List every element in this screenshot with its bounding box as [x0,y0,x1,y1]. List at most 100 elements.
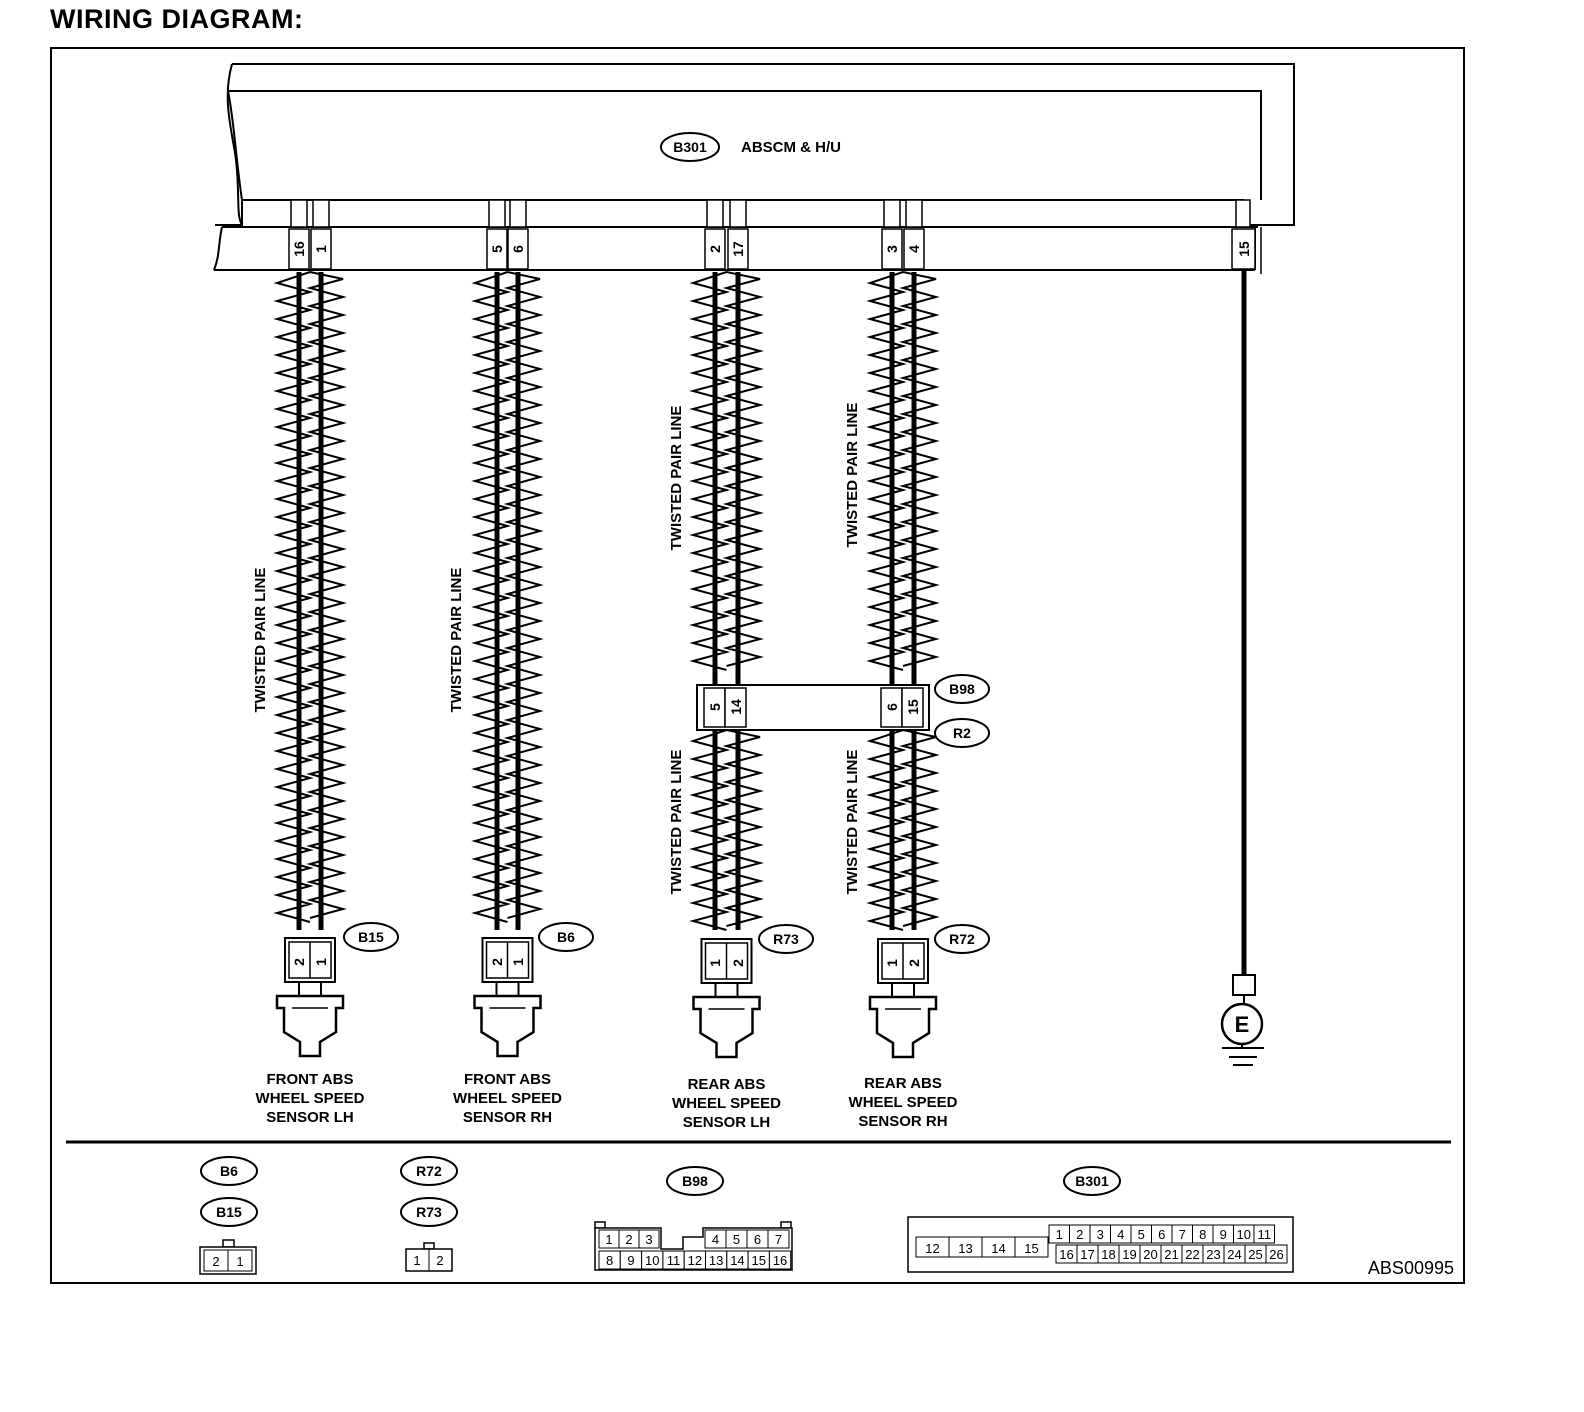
svg-text:17: 17 [1080,1247,1094,1262]
sensor-pin: 1 [707,959,723,967]
ground-wire: 15 E [1220,228,1264,1066]
svg-text:16: 16 [1059,1247,1073,1262]
terminal-cell: 17 [1076,1244,1099,1264]
sensor-pin: 2 [730,959,746,967]
connector-tag-r73: R73 [758,924,814,954]
svg-text:9: 9 [627,1253,634,1268]
svg-text:2: 2 [1076,1227,1083,1242]
terminal-cell: 24 [1223,1244,1246,1264]
terminal-cell: 22 [1181,1244,1204,1264]
terminal-cell: 1 [1048,1224,1070,1244]
connector-tag-b6: B6 [538,922,594,952]
sensor-label: REAR ABS [864,1075,942,1092]
sensor-pin: 1 [884,959,900,967]
b98-pin-rh-b: 15 [905,699,921,715]
terminal-cell: 18 [1097,1244,1120,1264]
svg-text:R72: R72 [949,931,975,947]
terminal-cell: 11 [662,1250,685,1270]
connector-view-r72-r73: R72 R73 1 2 [400,1156,458,1272]
svg-text:5: 5 [733,1232,740,1247]
terminal-cell: 7 [1171,1224,1193,1244]
svg-text:18: 18 [1101,1247,1115,1262]
connector-view-b6-b15: B6 B15 2 1 [199,1156,258,1275]
terminal-cell: 6 [746,1229,769,1249]
svg-text:23: 23 [1206,1247,1220,1262]
sensor-pin: 1 [313,958,329,966]
svg-text:16: 16 [773,1253,787,1268]
svg-text:R73: R73 [773,931,799,947]
module-connector-code: B301 [673,139,707,155]
sensor-label: SENSOR LH [683,1114,771,1131]
twisted-pair-label: TWISTED PAIR LINE [252,568,269,713]
svg-text:26: 26 [1269,1247,1283,1262]
svg-text:14: 14 [991,1241,1005,1256]
sensor-pin: 1 [510,958,526,966]
svg-text:B6: B6 [220,1163,238,1179]
connector-tag-b15: B15 [343,922,399,952]
harness-pin-rear-lh-a: 2 [707,245,723,253]
svg-text:22: 22 [1185,1247,1199,1262]
svg-text:R73: R73 [416,1204,442,1220]
harness-pin-front-rh-b: 6 [510,245,526,253]
terminal-cell: 1 [598,1229,620,1249]
svg-text:B15: B15 [358,929,384,945]
b98-pin-lh-a: 5 [707,703,723,711]
svg-text:6: 6 [1158,1227,1165,1242]
svg-text:5: 5 [1138,1227,1145,1242]
terminal-cell: 15 [1014,1236,1049,1258]
twisted-pair-label: TWISTED PAIR LINE [844,403,861,548]
svg-text:B98: B98 [682,1173,708,1189]
svg-text:7: 7 [775,1232,782,1247]
svg-text:4: 4 [1117,1227,1124,1242]
svg-text:12: 12 [925,1241,939,1256]
sensor-label: WHEEL SPEED [849,1094,958,1111]
terminal-cell: 10 [641,1250,664,1270]
ground-pin: 15 [1236,241,1252,257]
sensor-label: SENSOR LH [266,1109,354,1126]
svg-text:B98: B98 [949,681,975,697]
svg-text:14: 14 [730,1253,744,1268]
svg-text:B301: B301 [1075,1173,1109,1189]
terminal-cell: 14 [981,1236,1016,1258]
svg-text:1: 1 [413,1253,420,1268]
harness-pin-rear-lh-b: 17 [730,241,746,257]
terminal-cell: 19 [1118,1244,1141,1264]
terminal-cell: 15 [747,1250,770,1270]
connector-tag-r72: R72 [934,924,990,954]
terminal-cell: 13 [705,1250,728,1270]
terminal-cell: 21 [1160,1244,1183,1264]
terminal-cell: 25 [1244,1244,1267,1264]
b98-pin-rh-a: 6 [884,703,900,711]
abs-control-module: B301 ABSCM & H/U [213,63,1295,274]
terminal-cell: 7 [767,1229,790,1249]
harness-pin-rear-rh-b: 4 [906,245,922,253]
sensor-label: WHEEL SPEED [672,1095,781,1112]
terminal-cell: 23 [1202,1244,1225,1264]
svg-text:6: 6 [754,1232,761,1247]
svg-text:2: 2 [212,1254,219,1269]
svg-text:13: 13 [958,1241,972,1256]
svg-text:R2: R2 [953,725,971,741]
terminal-cell: 12 [683,1250,707,1270]
svg-text:12: 12 [688,1253,702,1268]
svg-text:1: 1 [605,1232,612,1247]
sensor-label: FRONT ABS [267,1071,354,1088]
svg-text:21: 21 [1164,1247,1178,1262]
terminal-cell: 9 [1212,1224,1234,1244]
svg-text:3: 3 [645,1232,652,1247]
svg-text:8: 8 [1199,1227,1206,1242]
sensor-pin: 2 [291,958,307,966]
b98-pin-lh-b: 14 [728,699,744,715]
terminal-cell: 3 [638,1229,660,1249]
svg-text:9: 9 [1220,1227,1227,1242]
terminal-cell: 8 [1192,1224,1214,1244]
sensor-label: SENSOR RH [858,1113,947,1130]
svg-text:15: 15 [752,1253,766,1268]
diagram-frame [50,47,1465,1284]
